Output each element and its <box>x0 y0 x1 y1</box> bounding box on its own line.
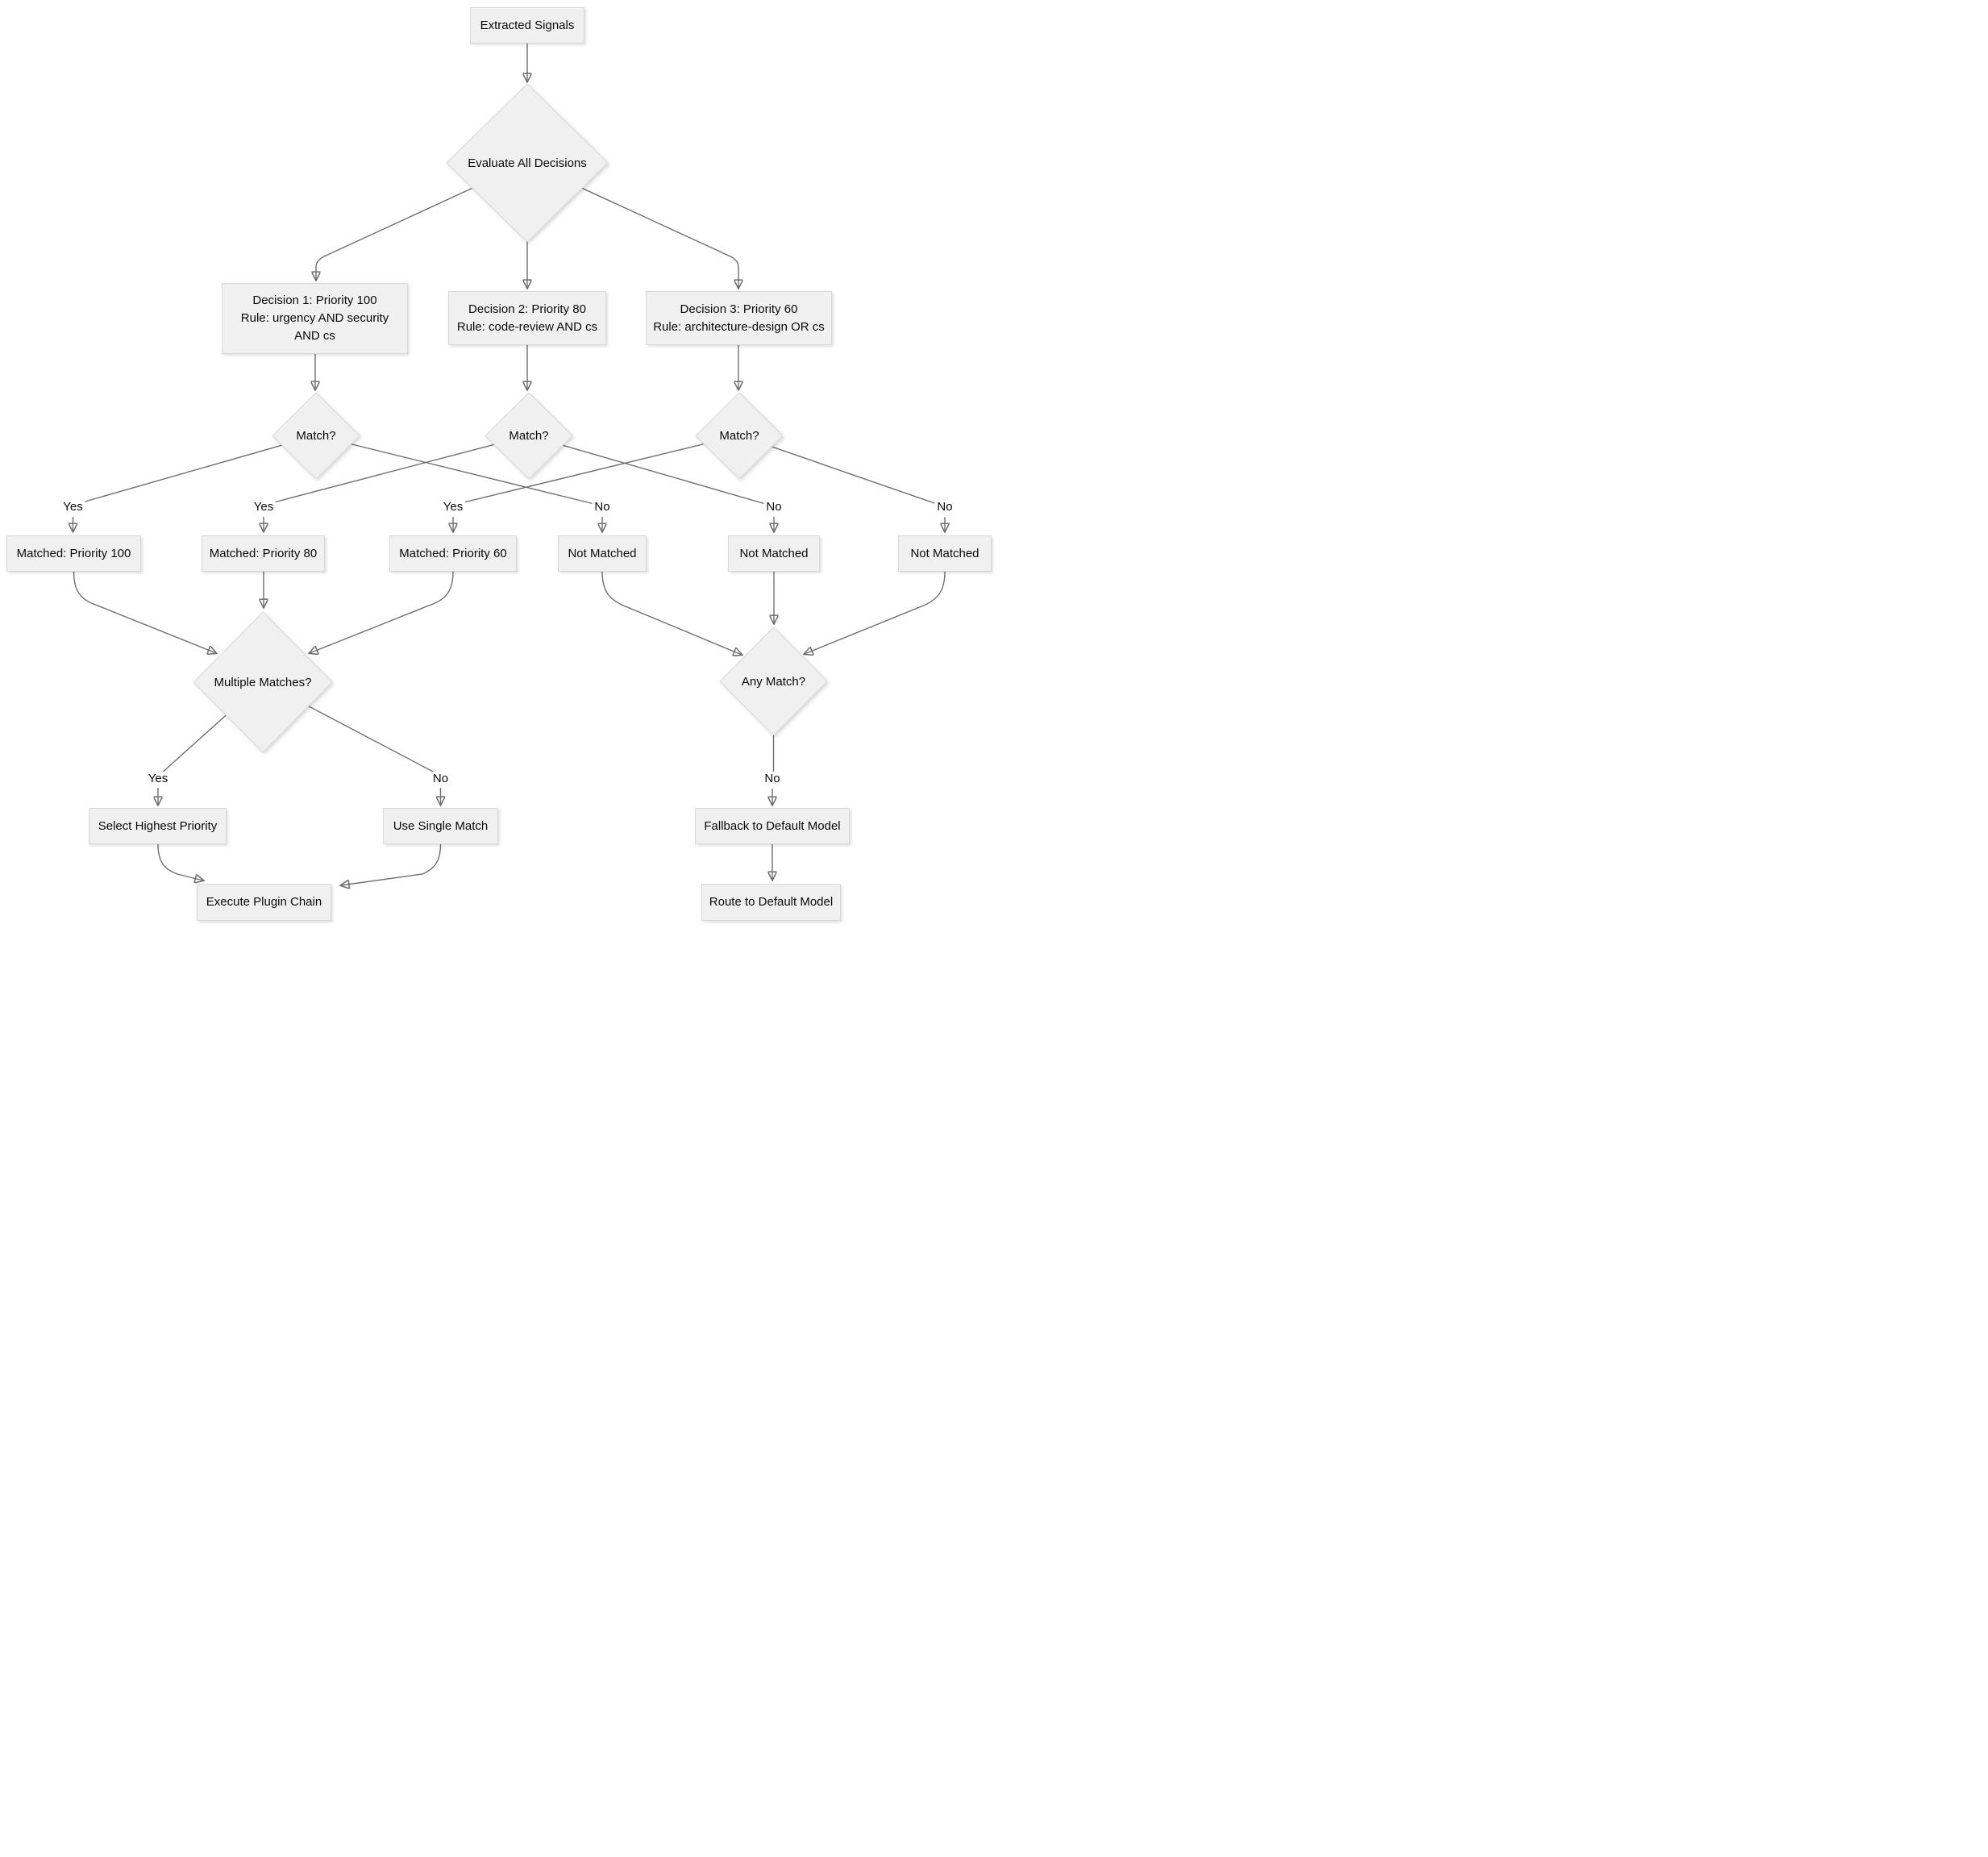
diamond-shape <box>485 393 572 479</box>
diamond-shape <box>720 627 827 735</box>
node-route-to-default: Route to Default Model <box>701 884 841 921</box>
edge-single-to-execute <box>341 843 442 885</box>
diamond-shape <box>447 84 608 242</box>
edge-evaluate-to-decision3 <box>526 162 738 288</box>
node-execute-plugin-chain: Execute Plugin Chain <box>197 884 331 921</box>
flowchart-canvas: Extracted Signals Evaluate All Decisions… <box>0 0 994 929</box>
node-matched-priority-80: Matched: Priority 80 <box>202 535 325 572</box>
edge-label-multiple-yes: Yes <box>145 772 171 786</box>
decision-any-match: Any Match? <box>720 627 827 735</box>
node-use-single-match: Use Single Match <box>383 808 498 844</box>
node-decision-2: Decision 2: Priority 80 Rule: code-revie… <box>448 291 606 345</box>
decision-match-3: Match? <box>696 393 783 479</box>
edge-label-match2-yes: Yes <box>251 500 277 514</box>
edge-label-any-no: No <box>762 772 783 786</box>
node-matched-priority-60: Matched: Priority 60 <box>389 535 517 572</box>
node-decision-1: Decision 1: Priority 100 Rule: urgency A… <box>222 283 408 354</box>
node-not-matched-1: Not Matched <box>558 535 647 572</box>
edge-label-match3-no: No <box>934 500 955 514</box>
node-select-highest-priority: Select Highest Priority <box>89 808 227 844</box>
diamond-shape <box>272 393 360 479</box>
edge-match1-yes <box>76 435 317 505</box>
node-decision-3: Decision 3: Priority 60 Rule: architectu… <box>646 291 832 345</box>
decision-match-2: Match? <box>485 393 572 479</box>
edge-match3-no <box>738 435 940 506</box>
edge-match2-no <box>528 435 769 506</box>
decision-multiple-matches: Multiple Matches? <box>193 612 332 752</box>
edge-label-multiple-no: No <box>430 772 451 786</box>
edge-matched60-to-multiple <box>310 571 454 653</box>
edge-match2-yes <box>267 435 530 505</box>
node-extracted-signals: Extracted Signals <box>470 7 584 44</box>
node-matched-priority-100: Matched: Priority 100 <box>6 535 141 572</box>
edge-label-match3-yes: Yes <box>440 500 466 514</box>
node-not-matched-2: Not Matched <box>728 535 820 572</box>
edge-notmatched1-to-any <box>601 571 742 655</box>
edge-label-match1-no: No <box>592 500 613 514</box>
decision-match-1: Match? <box>272 393 360 479</box>
edge-evaluate-to-decision1 <box>316 162 528 280</box>
diamond-shape <box>193 612 332 752</box>
edge-label-match1-yes: Yes <box>60 500 85 514</box>
edge-matched100-to-multiple <box>73 571 217 653</box>
edge-match1-no <box>315 435 598 506</box>
diamond-shape <box>696 393 783 479</box>
node-not-matched-3: Not Matched <box>898 535 992 572</box>
decision-evaluate-all: Evaluate All Decisions <box>447 84 608 242</box>
node-fallback-to-default: Fallback to Default Model <box>695 808 850 844</box>
edge-select-to-execute <box>157 843 203 881</box>
edge-notmatched3-to-any <box>805 571 946 654</box>
edge-label-match2-no: No <box>763 500 784 514</box>
edge-match3-yes <box>456 435 740 505</box>
